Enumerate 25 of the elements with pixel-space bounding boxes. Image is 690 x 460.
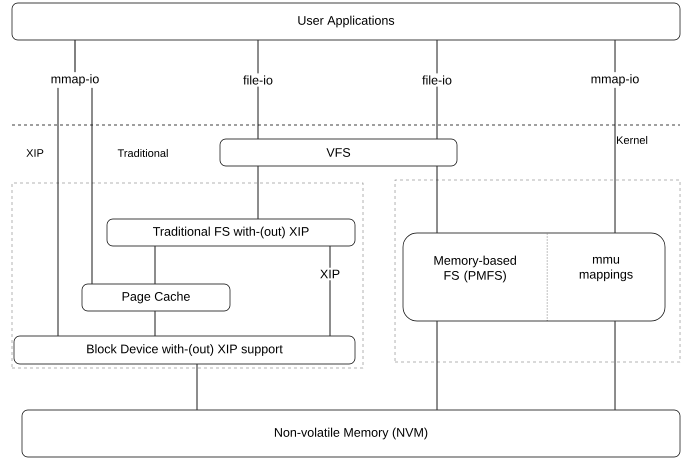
edge-label: file-io [241, 73, 275, 87]
connector-line [154, 310, 156, 336]
connector-line [436, 166, 438, 234]
dashed-group-box [394, 180, 680, 362]
connector-line [614, 320, 616, 410]
dashed-group-box [12, 182, 364, 368]
connector-line [436, 320, 438, 410]
process-box: User Applications [12, 2, 680, 40]
connector-line [196, 364, 198, 410]
connector-line [154, 246, 156, 284]
process-box: VFS [220, 138, 458, 166]
connector-line [614, 40, 616, 234]
annotation-text: XIP [26, 149, 44, 157]
edge-label: file-io [420, 73, 454, 87]
process-box: Non-volatile Memory (NVM) [22, 410, 680, 458]
process-box: Block Device with-(out) XIP support [14, 336, 356, 364]
edge-label: XIP [318, 268, 342, 280]
edge-label: mmap-io [48, 72, 102, 88]
split-box: Memory-based FS (PMFS) mmu mappings [402, 232, 666, 322]
edge-label: mmap-io [588, 72, 642, 88]
process-box: Traditional FS with-(out) XIP [106, 218, 356, 246]
process-box: Page Cache [82, 284, 230, 312]
connector-line [74, 40, 92, 284]
annotation-text: Traditional [118, 148, 168, 158]
annotation-text: Kernel [617, 136, 648, 144]
